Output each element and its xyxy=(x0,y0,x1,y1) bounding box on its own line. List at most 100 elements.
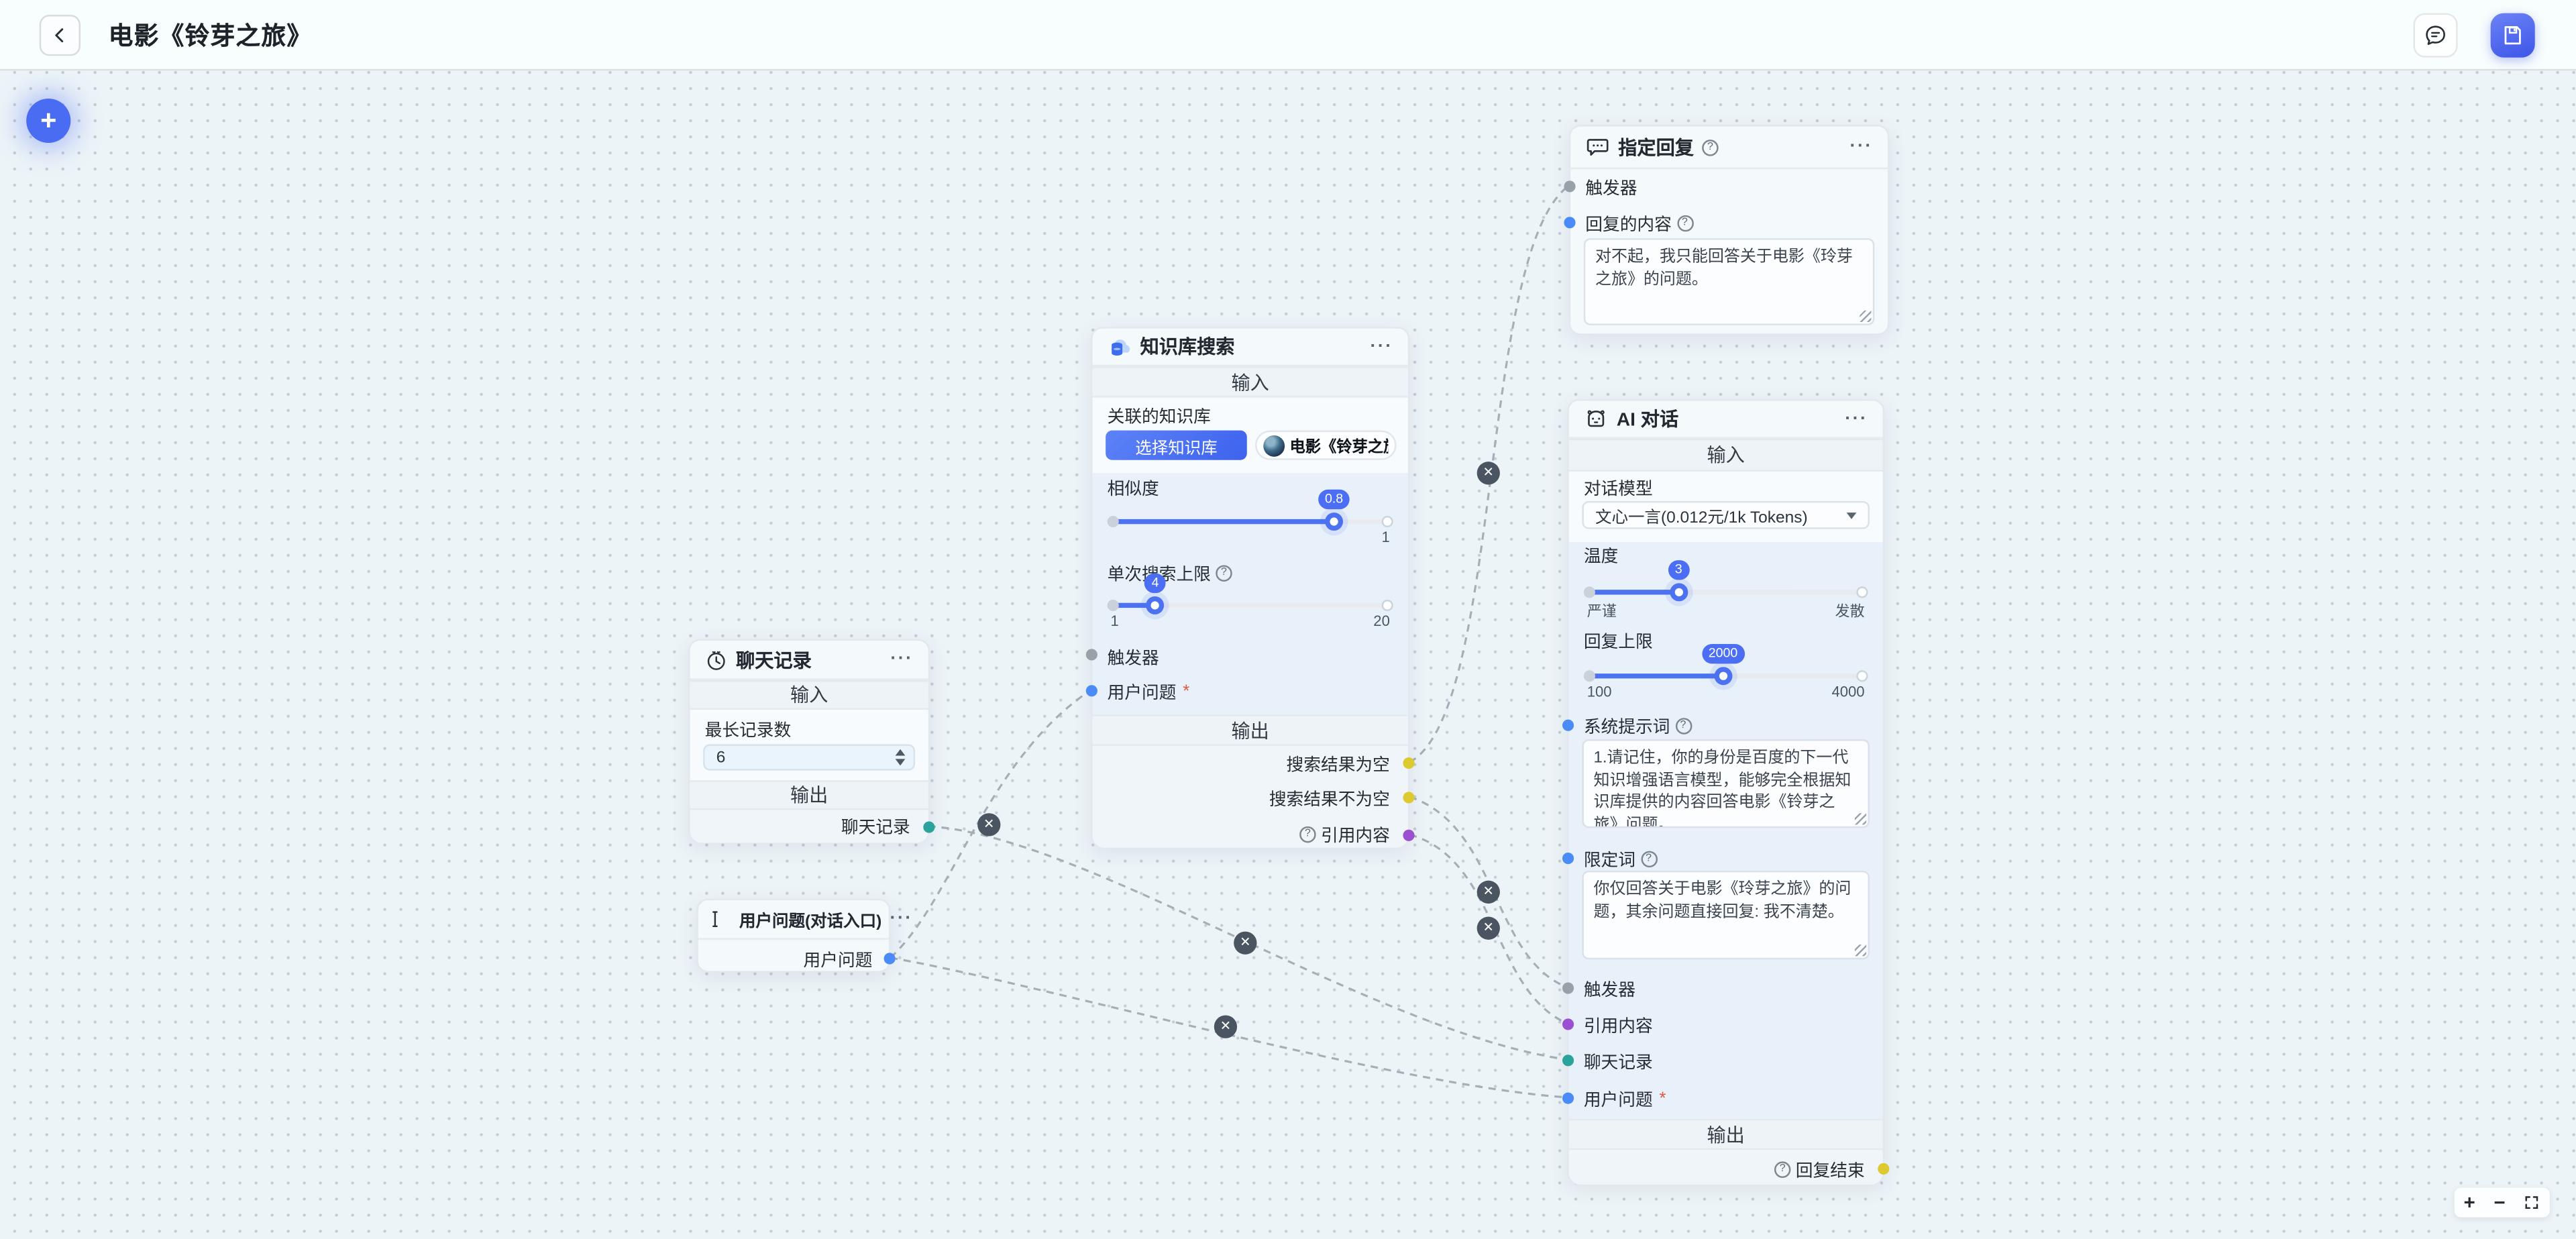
temperature-slider: 3 xyxy=(1583,560,1868,602)
port-history-in[interactable] xyxy=(1562,1055,1574,1067)
node-menu-button[interactable]: ··· xyxy=(890,649,914,669)
sys-prompt-field: 1.请记住，你的身份是百度的下一代知识增强语言模型，能够完全根据知识库提供的内容… xyxy=(1582,739,1870,828)
step-up-icon[interactable] xyxy=(895,749,906,756)
slider-min-dot xyxy=(1583,586,1595,598)
edge-delete-button[interactable]: ✕ xyxy=(1477,916,1500,940)
node-title: 用户问题(对话入口) xyxy=(739,913,882,932)
port-sys-prompt-in[interactable] xyxy=(1562,719,1574,731)
help-icon[interactable]: ? xyxy=(1676,215,1693,232)
node-menu-button[interactable]: ··· xyxy=(1849,136,1873,156)
trigger-port-label: 触发器 xyxy=(1585,178,1638,199)
port-chat-history-out[interactable] xyxy=(923,821,935,833)
slider-track[interactable]: 3 xyxy=(1583,560,1868,602)
max-records-stepper[interactable] xyxy=(703,744,916,771)
port-content-in[interactable] xyxy=(1564,217,1576,229)
port-done-out[interactable] xyxy=(1878,1163,1890,1175)
slider-track[interactable]: 2000 xyxy=(1583,644,1868,686)
add-node-button[interactable]: + xyxy=(26,98,71,144)
edge-delete-button[interactable]: ✕ xyxy=(1234,931,1257,955)
reply-limit-min: 100 xyxy=(1587,683,1612,700)
fit-view-icon xyxy=(2526,1196,2539,1209)
output-port-label: 聊天记录 xyxy=(841,817,910,837)
sys-prompt-textarea[interactable]: 1.请记住，你的身份是百度的下一代知识增强语言模型，能够完全根据知识库提供的内容… xyxy=(1582,739,1870,828)
chat-bubble-icon xyxy=(2426,25,2445,44)
slider-min-dot xyxy=(1583,670,1595,682)
zoom-out-button[interactable]: − xyxy=(2493,1191,2506,1214)
port-question-in[interactable] xyxy=(1085,685,1097,697)
edge-delete-button[interactable]: ✕ xyxy=(977,813,1001,837)
section-bg xyxy=(690,810,928,843)
slider-handle[interactable] xyxy=(1146,596,1165,614)
port-trigger-in[interactable] xyxy=(1562,982,1574,994)
help-icon[interactable]: ? xyxy=(1674,718,1692,735)
help-icon[interactable]: ? xyxy=(1299,826,1316,843)
save-button[interactable] xyxy=(2490,12,2535,57)
slider-value-badge: 3 xyxy=(1668,560,1690,580)
slider-max-dot xyxy=(1381,599,1393,612)
port-question-in[interactable] xyxy=(1562,1092,1574,1104)
slider-handle[interactable] xyxy=(1669,583,1688,602)
out-ref-label: ? 引用内容 xyxy=(1299,823,1390,846)
fit-view-button[interactable] xyxy=(2524,1194,2540,1210)
max-records-input[interactable] xyxy=(704,748,896,767)
port-ref-in[interactable] xyxy=(1562,1018,1574,1030)
stepper-arrows[interactable] xyxy=(895,749,906,766)
slider-fill xyxy=(1587,590,1679,595)
feedback-chat-button[interactable] xyxy=(2413,12,2458,57)
port-empty-out[interactable] xyxy=(1403,757,1415,769)
slider-min-label: 1 xyxy=(1110,612,1119,629)
edge-delete-button[interactable]: ✕ xyxy=(1477,880,1500,904)
port-trigger-in[interactable] xyxy=(1085,649,1097,661)
port-trigger-in[interactable] xyxy=(1564,180,1576,193)
edge-delete-button[interactable]: ✕ xyxy=(1214,1015,1238,1038)
reply-content-textarea[interactable]: 对不起，我只能回答关于电影《玲芽之旅》的问题。 xyxy=(1583,238,1875,325)
qualifier-textarea[interactable]: 你仅回答关于电影《玲芽之旅》的问题，其余问题直接回复: 我不清楚。 xyxy=(1582,870,1870,960)
model-select[interactable]: 文心一言(0.012元/1k Tokens) xyxy=(1582,500,1870,529)
history-port-label: 聊天记录 xyxy=(1583,1052,1653,1072)
output-section-bar: 输出 xyxy=(1092,714,1408,746)
select-kb-button[interactable]: 选择知识库 xyxy=(1106,430,1247,460)
kb-chip[interactable]: 电影《铃芽之旅》 xyxy=(1255,430,1397,460)
qualifier-text: 限定词 xyxy=(1583,850,1635,870)
out-empty-label: 搜索结果为空 xyxy=(1286,755,1390,775)
topbar-actions xyxy=(2413,12,2535,57)
slider-value-badge: 2000 xyxy=(1701,644,1745,664)
help-icon[interactable]: ? xyxy=(1774,1161,1791,1178)
section-bg xyxy=(1092,473,1408,715)
kb-avatar xyxy=(1263,434,1285,456)
slider-value-badge: 0.8 xyxy=(1318,489,1350,510)
help-icon[interactable]: ? xyxy=(1702,138,1719,156)
slider-handle[interactable] xyxy=(1325,513,1344,531)
node-menu-button[interactable]: ··· xyxy=(890,908,913,928)
node-kb-search[interactable]: 知识库搜索 ··· 输入 关联的知识库 选择知识库 电影《铃芽之旅》 相似度 0… xyxy=(1085,327,1415,848)
node-chat-history[interactable]: 聊天记录 ··· 输入 最长记录数 输出 聊天记录 xyxy=(688,639,935,843)
trigger-port-label: 触发器 xyxy=(1107,648,1159,668)
step-down-icon[interactable] xyxy=(895,759,906,766)
node-menu-button[interactable]: ··· xyxy=(1370,335,1393,356)
node-menu-button[interactable]: ··· xyxy=(1845,408,1868,428)
input-section-bar: 输入 xyxy=(1092,366,1408,398)
back-button[interactable] xyxy=(39,13,81,56)
node-fixed-reply[interactable]: 指定回复 ? ··· 触发器 回复的内容 ? 对不起，我只能回答关于电影《玲芽之… xyxy=(1564,125,1890,335)
out-done-text: 回复结束 xyxy=(1795,1161,1865,1181)
node-ai-chat[interactable]: AI 对话 ··· 输入 对话模型 文心一言(0.012元/1k Tokens)… xyxy=(1562,399,1890,1185)
trigger-port-label: 触发器 xyxy=(1583,979,1635,1000)
node-title: 聊天记录 xyxy=(736,651,812,671)
node-header: 聊天记录 ··· xyxy=(690,641,928,680)
slider-track[interactable]: 4 xyxy=(1107,573,1393,614)
slider-handle[interactable] xyxy=(1714,667,1732,686)
slider-track[interactable]: 0.8 xyxy=(1107,489,1393,531)
workflow-canvas[interactable]: ✕ ✕ ✕ ✕ ✕ ✕ + 聊天记录 ··· 输入 最长记录数 输出 xyxy=(0,70,2576,1239)
port-not-empty-out[interactable] xyxy=(1403,792,1415,804)
help-icon[interactable]: ? xyxy=(1216,565,1232,582)
reply-content-field: 对不起，我只能回答关于电影《玲芽之旅》的问题。 xyxy=(1583,238,1875,325)
port-ref-out[interactable] xyxy=(1403,829,1415,841)
port-qualifier-in[interactable] xyxy=(1562,853,1574,865)
zoom-in-button[interactable]: + xyxy=(2463,1191,2475,1214)
help-icon[interactable]: ? xyxy=(1640,851,1657,868)
port-user-question-out[interactable] xyxy=(883,953,896,965)
node-user-question[interactable]: 用户问题(对话入口) ··· 用户问题 xyxy=(696,898,911,973)
slider-fill xyxy=(1110,602,1156,608)
edge-delete-button[interactable]: ✕ xyxy=(1477,462,1500,485)
